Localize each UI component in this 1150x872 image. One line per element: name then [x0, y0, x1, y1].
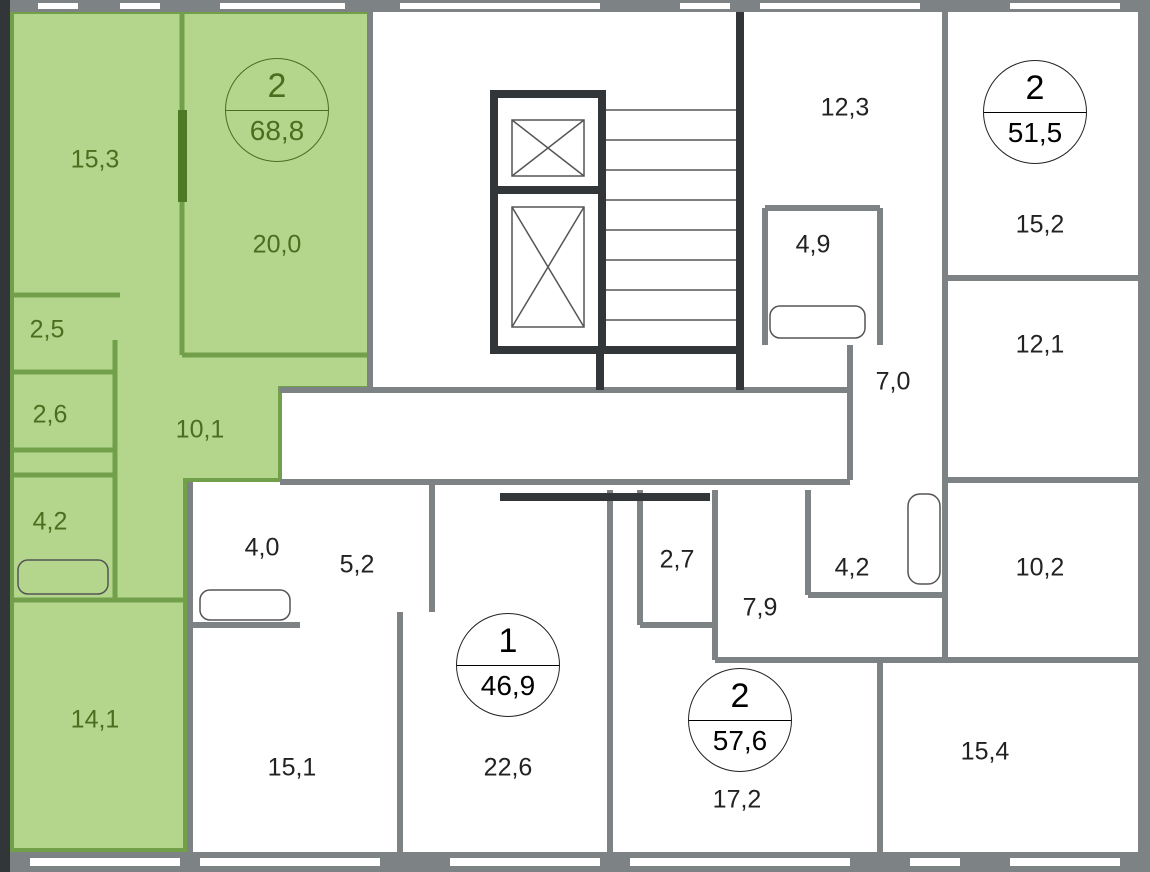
apartment-badge[interactable]: 2 51,5	[983, 60, 1087, 164]
divider	[984, 112, 1086, 113]
divider	[689, 720, 791, 721]
total-area: 57,6	[712, 725, 768, 756]
room-area: 4,9	[795, 230, 831, 259]
room-area: 7,9	[742, 593, 778, 622]
room-area: 7,0	[875, 367, 911, 396]
room-count: 2	[1025, 69, 1045, 107]
room-area: 2,6	[32, 400, 68, 429]
room-area: 4,2	[32, 507, 68, 536]
room-area: 4,0	[244, 533, 280, 562]
room-area: 12,3	[820, 93, 870, 122]
apartment-badge[interactable]: 2 68,8	[225, 58, 329, 162]
room-count: 2	[730, 677, 750, 715]
room-area: 2,7	[659, 545, 695, 574]
room-area: 10,1	[175, 415, 225, 444]
room-area: 20,0	[252, 230, 302, 259]
room-area: 17,2	[712, 785, 762, 814]
divider	[226, 110, 328, 111]
total-area: 51,5	[1007, 117, 1063, 148]
room-area: 12,1	[1015, 330, 1065, 359]
apartment-badge[interactable]: 2 57,6	[688, 668, 792, 772]
room-area: 14,1	[70, 705, 120, 734]
total-area: 46,9	[480, 670, 536, 701]
room-area: 2,5	[29, 315, 65, 344]
room-count: 1	[498, 622, 518, 660]
room-area: 15,2	[1015, 210, 1065, 239]
total-area: 68,8	[249, 115, 305, 146]
divider	[457, 665, 559, 666]
room-area: 15,1	[267, 753, 317, 782]
room-area: 5,2	[339, 550, 375, 579]
room-area: 10,2	[1015, 553, 1065, 582]
room-area: 22,6	[483, 753, 533, 782]
room-area: 15,3	[70, 145, 120, 174]
apartment-badge[interactable]: 1 46,9	[456, 613, 560, 717]
room-count: 2	[267, 67, 287, 105]
room-area: 4,2	[834, 553, 870, 582]
room-area: 15,4	[960, 737, 1010, 766]
